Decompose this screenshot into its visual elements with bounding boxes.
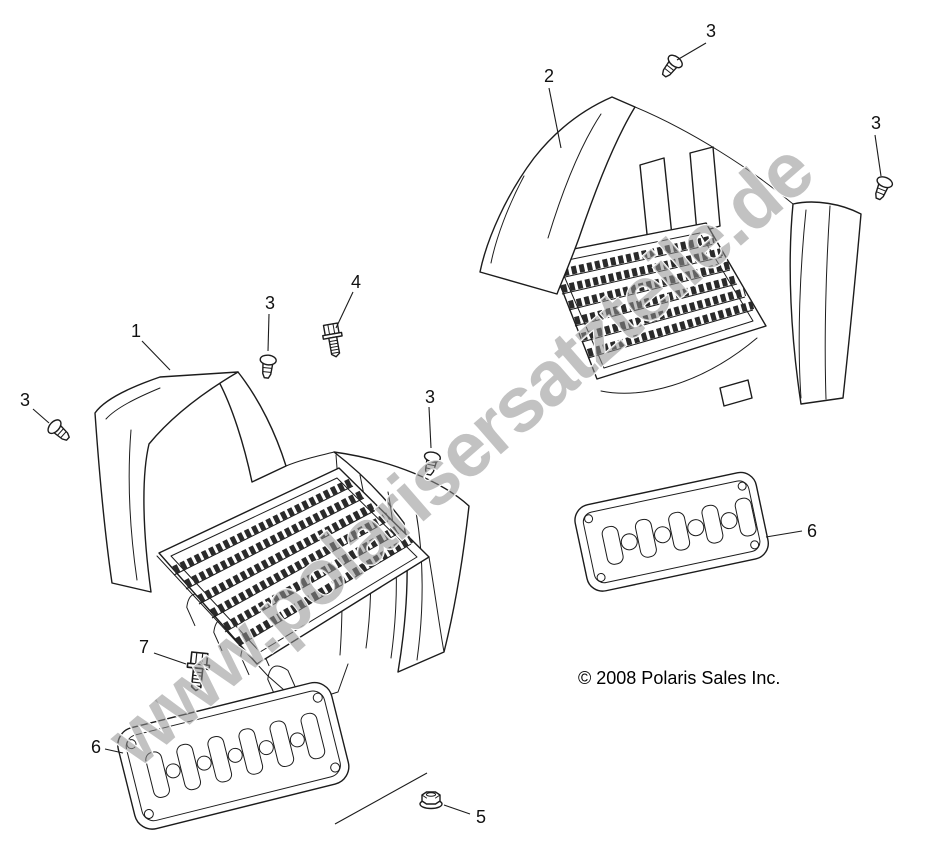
push-rivet-top bbox=[657, 52, 686, 82]
callout-3-midleft: 3 bbox=[265, 293, 275, 313]
callout-6-right: 6 bbox=[807, 521, 817, 541]
left-footwell-assembly bbox=[94, 371, 470, 705]
callout-1: 1 bbox=[131, 321, 141, 341]
callout-3-right: 3 bbox=[871, 113, 881, 133]
copyright-text: © 2008 Polaris Sales Inc. bbox=[578, 668, 780, 688]
callout-labels: 3 2 3 4 3 1 3 3 6 7 6 5 bbox=[20, 21, 881, 827]
hex-bolt-4 bbox=[320, 321, 347, 360]
callout-6-left: 6 bbox=[91, 737, 101, 757]
leader-lines bbox=[32, 42, 882, 825]
callout-7: 7 bbox=[139, 637, 149, 657]
right-floor-treads bbox=[555, 235, 755, 359]
push-rivet-right bbox=[869, 173, 895, 203]
callout-3-farleft: 3 bbox=[20, 390, 30, 410]
callout-4: 4 bbox=[351, 272, 361, 292]
left-floor-treads bbox=[172, 477, 414, 648]
footrest-plate-right bbox=[574, 471, 769, 592]
callout-3-top: 3 bbox=[706, 21, 716, 41]
callout-3-center: 3 bbox=[425, 387, 435, 407]
push-rivet-farleft bbox=[44, 416, 74, 446]
footrest-plate-left bbox=[117, 681, 350, 830]
flange-nut-5 bbox=[419, 791, 443, 810]
callout-5: 5 bbox=[476, 807, 486, 827]
callout-2: 2 bbox=[544, 66, 554, 86]
push-rivet-midleft bbox=[257, 353, 278, 380]
right-footwell-assembly bbox=[479, 96, 862, 407]
